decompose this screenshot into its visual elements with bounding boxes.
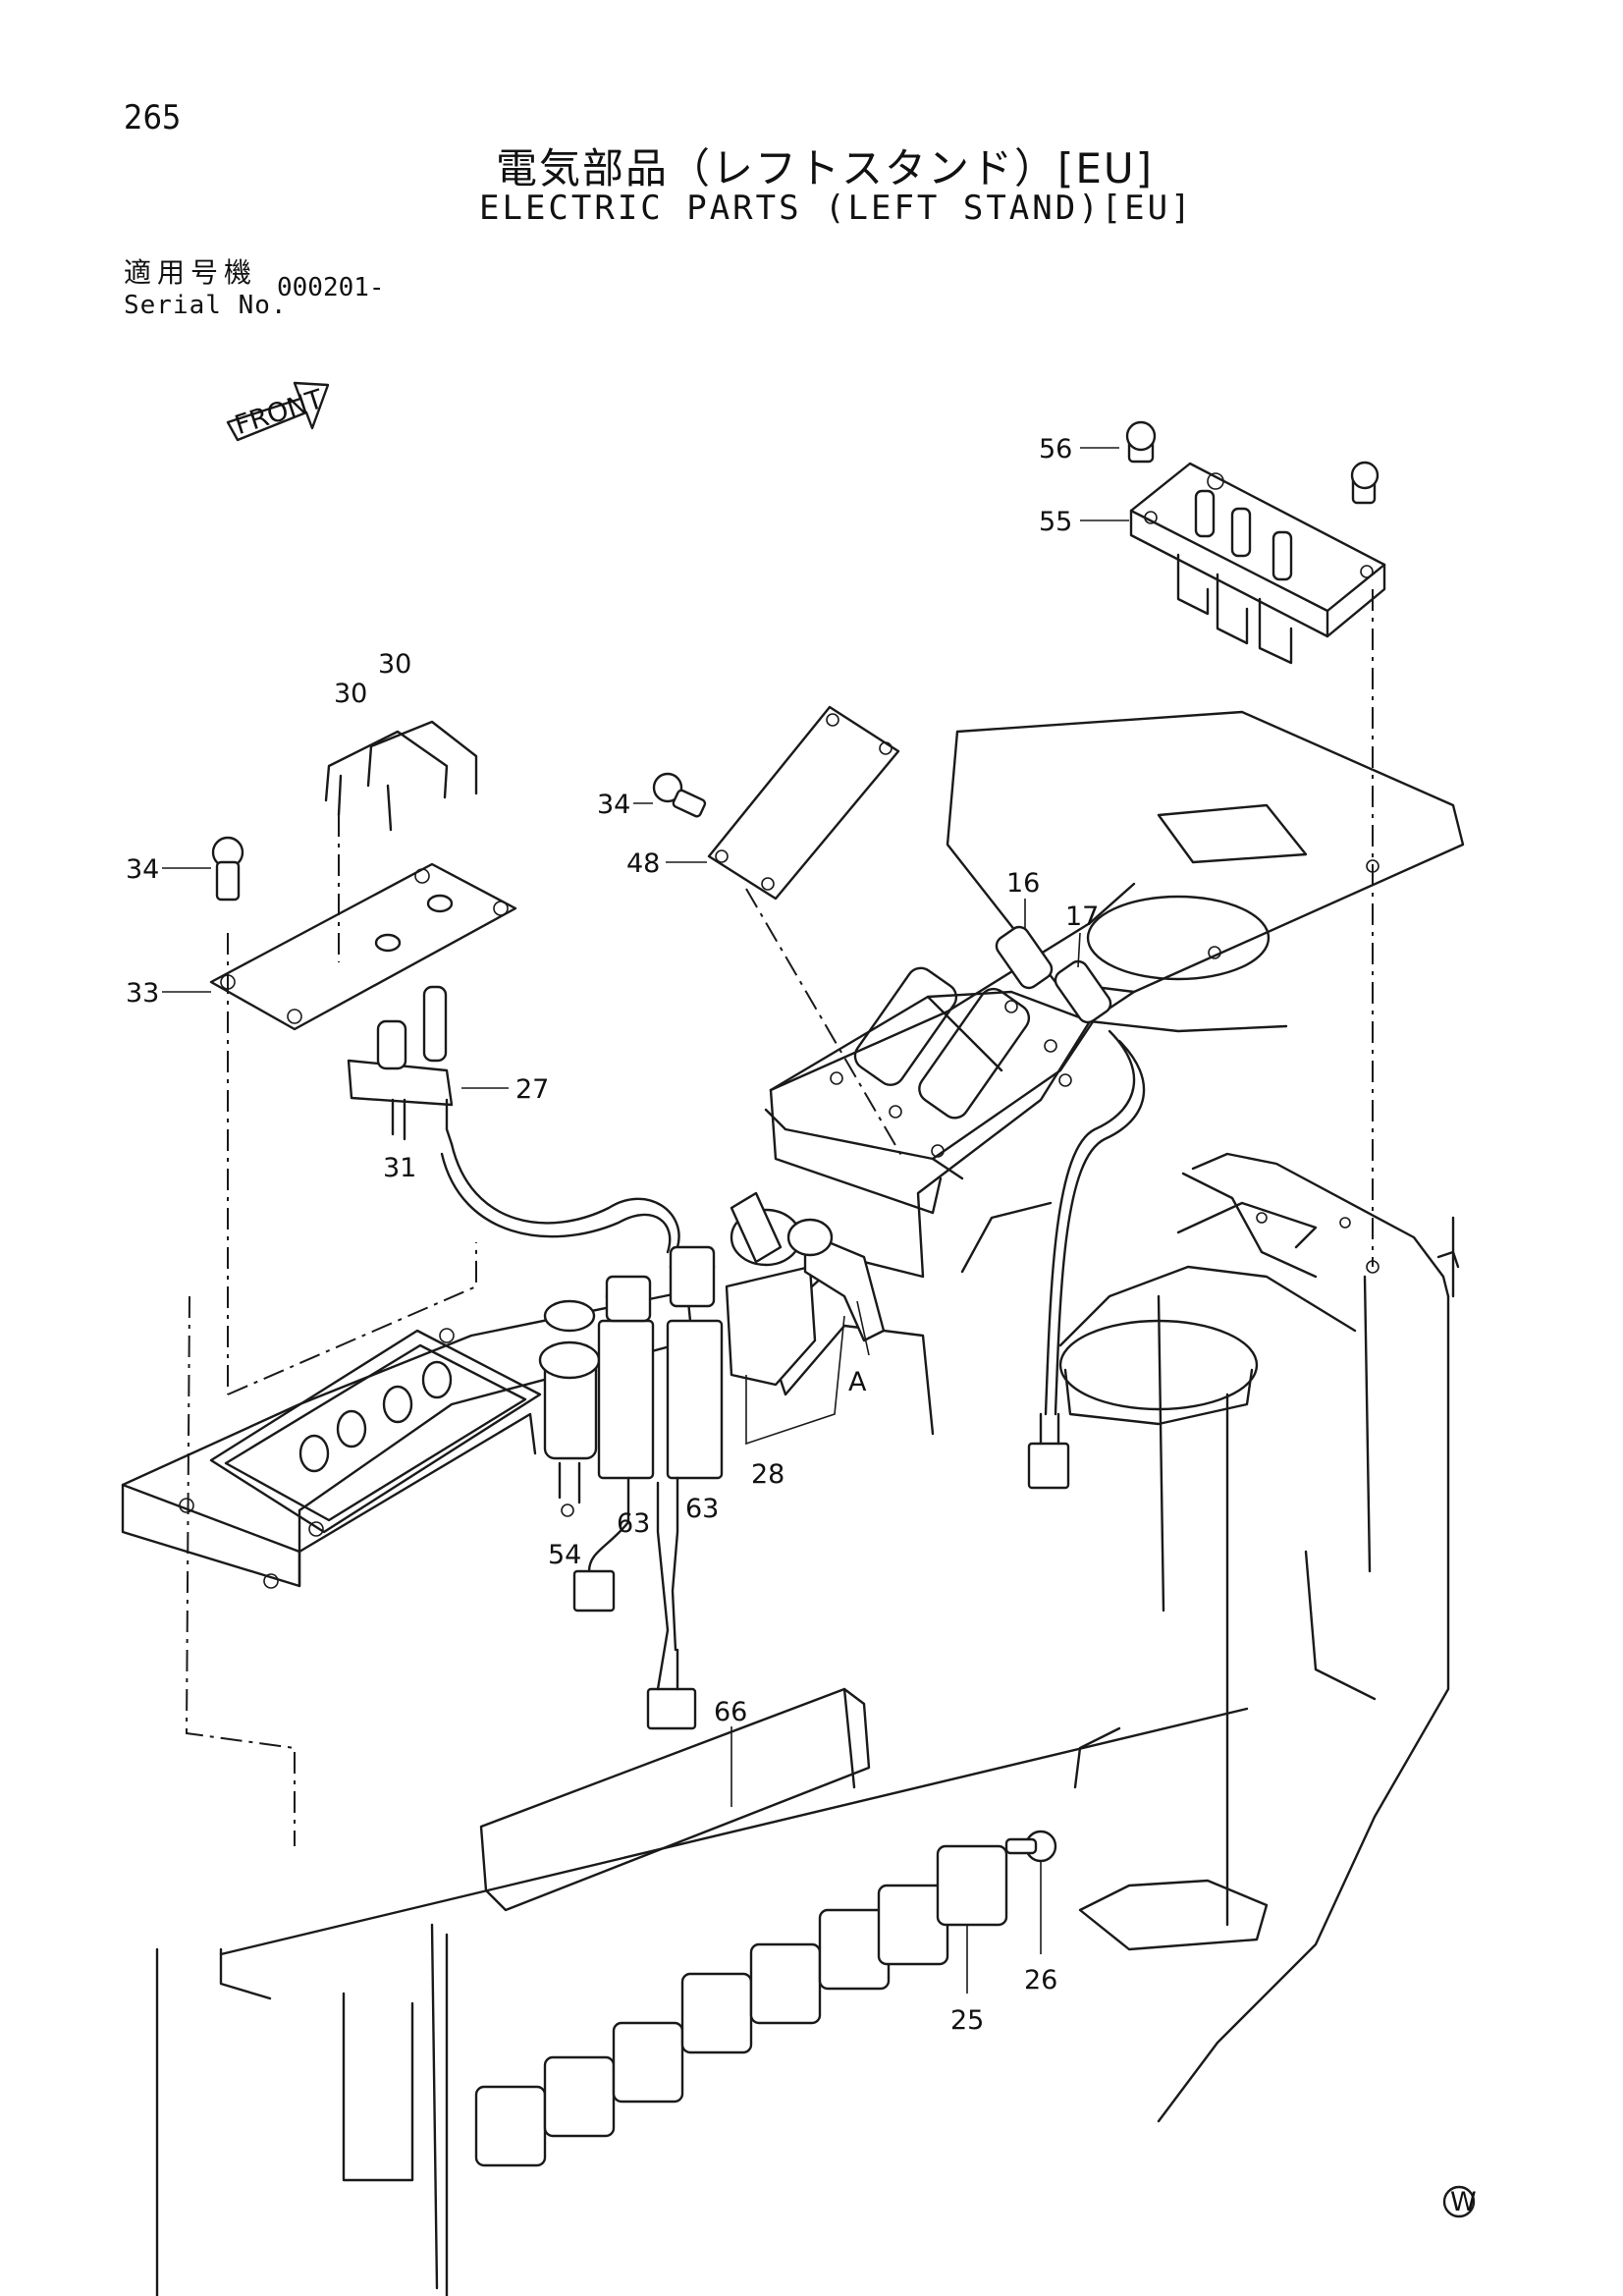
serial-label-english: Serial No. <box>124 291 288 320</box>
relay-units <box>474 1844 1008 2167</box>
cover-plate-48 <box>652 705 900 901</box>
callout-63-right: 63 <box>685 1494 719 1524</box>
callout-25: 25 <box>950 2005 984 2036</box>
footer-w-mark: W <box>1442 2185 1477 2218</box>
callout-16: 16 <box>1006 868 1040 899</box>
serial-label-japanese: 適用号機 <box>124 256 258 289</box>
callout-66: 66 <box>714 1697 747 1727</box>
assembly-leader-lines <box>185 589 1374 1846</box>
screw-34-top-icon <box>652 772 683 803</box>
front-arrow-icon: FRONT <box>226 381 330 442</box>
callout-26: 26 <box>1024 1965 1057 1995</box>
wire-harness-left <box>450 1142 680 1249</box>
switch-plate-33 <box>209 720 517 1031</box>
callout-30-lower: 30 <box>334 679 367 709</box>
page-title-japanese: 電気部品（レフトスタンド）[EU] <box>496 144 1155 192</box>
toggle-switch-27 <box>347 985 454 1146</box>
front-arrow-label: FRONT <box>232 384 328 441</box>
switches-16-17 <box>995 925 1146 1490</box>
svg-text:W: W <box>1450 2187 1477 2217</box>
serial-number-value: 000201- <box>277 273 385 302</box>
view-marker-a: A <box>848 1367 867 1397</box>
callout-17: 17 <box>1065 902 1099 932</box>
callout-54: 54 <box>548 1540 581 1570</box>
callout-55: 55 <box>1039 507 1072 537</box>
callout-30-upper: 30 <box>378 649 411 680</box>
callout-31: 31 <box>383 1153 416 1183</box>
left-stand-housing <box>764 710 1465 2123</box>
callout-34-left: 34 <box>126 854 159 885</box>
callout-labels: 56 55 30 30 34 34 48 16 17 33 27 31 28 6… <box>126 434 1129 2036</box>
relay-bank <box>155 1687 1249 2296</box>
callout-27: 27 <box>515 1074 549 1105</box>
page-number: 265 <box>124 98 182 137</box>
callout-56: 56 <box>1039 434 1072 465</box>
right-switch-panel <box>1125 420 1386 665</box>
callout-63-left: 63 <box>617 1508 650 1539</box>
callout-48: 48 <box>626 848 660 879</box>
console-knobs <box>538 1191 886 1730</box>
callout-34-top: 34 <box>597 790 630 820</box>
callout-28: 28 <box>751 1459 784 1490</box>
callout-33: 33 <box>126 978 159 1009</box>
page-title-english: ELECTRIC PARTS (LEFT STAND)[EU] <box>479 189 1194 228</box>
